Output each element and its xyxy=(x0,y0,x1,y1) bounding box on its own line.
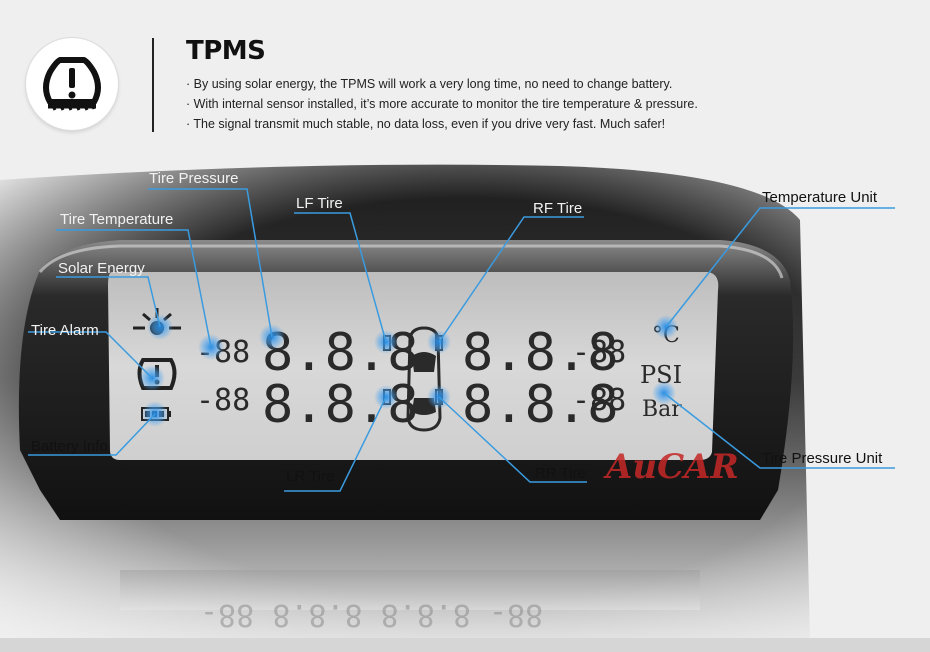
label-tire-pressure-unit: Tire Pressure Unit xyxy=(762,450,883,467)
label-tire-temperature: Tire Temperature xyxy=(60,211,174,228)
label-rf-tire: RF Tire xyxy=(533,200,583,217)
device-reflection xyxy=(120,570,700,610)
label-rr-tire: RR Tire xyxy=(535,465,586,482)
lcd-screen xyxy=(108,272,719,460)
page-title: TPMS xyxy=(186,36,266,66)
brand-watermark: AuCAR xyxy=(603,447,739,487)
label-solar-energy: Solar Energy xyxy=(58,260,145,277)
footer-bar xyxy=(0,638,930,652)
label-tire-pressure: Tire Pressure xyxy=(149,170,239,187)
rr-temperature-display: -88 xyxy=(572,383,626,418)
lf-pressure-display: 8.8.8 xyxy=(262,323,419,383)
tire-pressure-warning-icon xyxy=(43,57,101,111)
svg-text:-88 8.8.8 8.8.8 -88: -88 8.8.8 8.8.8 -88 xyxy=(200,597,543,632)
label-battery-info: Battery Info xyxy=(31,438,108,455)
label-lr-tire: LR Tire xyxy=(286,468,335,485)
feature-item: · By using solar energy, the TPMS will w… xyxy=(186,77,673,91)
label-lf-tire: LF Tire xyxy=(296,195,343,212)
tpms-logo xyxy=(26,38,118,130)
feature-item: · With internal sensor installed, it’s m… xyxy=(186,97,698,111)
header-divider xyxy=(152,38,154,132)
label-tire-alarm: Tire Alarm xyxy=(31,322,99,339)
label-temperature-unit: Temperature Unit xyxy=(762,189,878,206)
feature-item: · The signal transmit much stable, no da… xyxy=(186,117,666,131)
callout-lines xyxy=(28,188,895,492)
feature-list: · By using solar energy, the TPMS will w… xyxy=(186,74,698,134)
rf-pressure-display: 8.8.8 xyxy=(462,323,619,383)
tpms-display-scene: -88 8.8.8 8.8.8 -88 -88 -88 8.8.8 8.8.8 … xyxy=(0,160,930,638)
rf-temperature-display: -88 xyxy=(572,335,626,370)
lr-pressure-display: 8.8.8 xyxy=(262,375,419,435)
header: TPMS · By using solar energy, the TPMS w… xyxy=(0,0,930,170)
rr-pressure-display: 8.8.8 xyxy=(462,375,619,435)
lr-temperature-display: -88 xyxy=(196,383,250,418)
